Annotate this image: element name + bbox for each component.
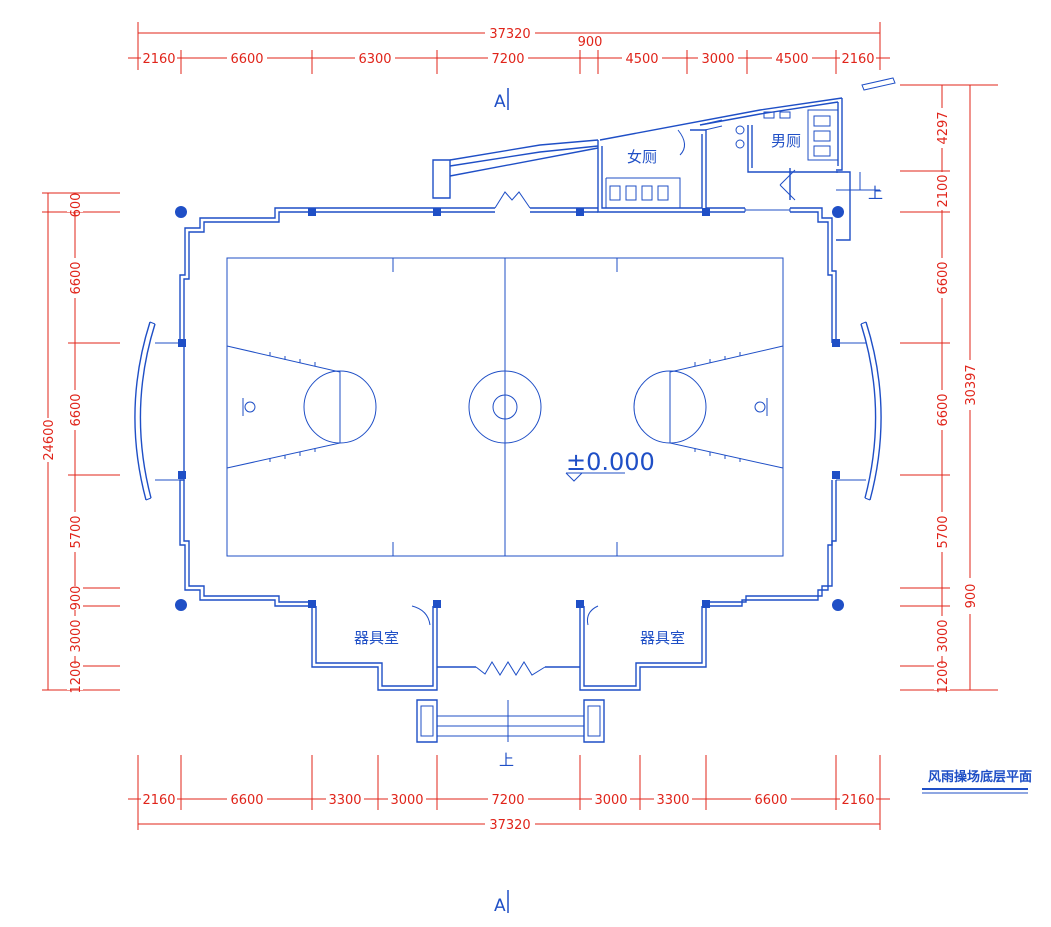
svg-text:A: A: [494, 92, 506, 112]
section-mark-top: A: [494, 88, 509, 112]
right-dimensions: 4297 2100 6600 6600 5700 900 3000 1200 3…: [900, 84, 998, 694]
dim-right-overall: 30397: [964, 364, 979, 405]
dim-top-seg-4: 7200: [491, 52, 524, 67]
dim-bottom-seg-1: 2160: [142, 793, 175, 808]
dim-bottom-seg-6: 3000: [594, 793, 627, 808]
dim-left-overall: 24600: [42, 419, 57, 460]
dim-bottom-seg-9: 2160: [841, 793, 874, 808]
stair-up-label-top: 上: [868, 184, 883, 202]
dim-bottom-seg-3: 3300: [328, 793, 361, 808]
elevation-mark: ±0.000: [565, 448, 655, 482]
dim-left-seg-5: 900: [69, 586, 84, 611]
stair-up-label-bottom: 上: [499, 751, 514, 769]
svg-text:±0.000: ±0.000: [566, 448, 655, 476]
room-label-equipment-right: 器具室: [640, 629, 685, 647]
dim-right-seg-7: 3000: [936, 619, 951, 652]
dim-bottom-seg-7: 3300: [656, 793, 689, 808]
toilet-stalls-women: [605, 177, 681, 208]
section-mark-bottom: A: [494, 890, 509, 916]
dim-right-seg-5: 5700: [936, 515, 951, 548]
dim-top-seg-8: 4500: [775, 52, 808, 67]
dim-right-seg-2: 2100: [936, 174, 951, 207]
dim-left-seg-7: 1200: [69, 660, 84, 693]
dim-top-seg-7: 3000: [701, 52, 734, 67]
dim-top-seg-2: 6600: [230, 52, 263, 67]
top-dimensions: 37320 2160 6600 6300 7200 900 4500 3000 …: [128, 22, 890, 74]
dim-bottom-seg-4: 3000: [390, 793, 423, 808]
dim-bottom-seg-5: 7200: [491, 793, 524, 808]
building-walls: [134, 77, 896, 743]
dim-bottom-overall: 37320: [489, 818, 530, 833]
columns: [175, 206, 844, 611]
room-label-mens-toilet: 男厕: [771, 132, 801, 150]
left-dimensions: 24600 600 6600 6600 5700 900 3000 1200: [40, 192, 120, 694]
dim-top-seg-1: 2160: [142, 52, 175, 67]
dim-top-seg-3: 6300: [358, 52, 391, 67]
toilet-stalls-men: [735, 109, 839, 161]
dim-top-seg-9: 2160: [841, 52, 874, 67]
svg-text:风雨操场底层平面: 风雨操场底层平面: [928, 769, 1032, 785]
room-label-equipment-left: 器具室: [354, 629, 399, 647]
dim-left-seg-6: 3000: [69, 619, 84, 652]
dim-right-seg-4: 6600: [936, 393, 951, 426]
basketball-court: [226, 257, 784, 557]
dim-right-seg-3: 6600: [936, 261, 951, 294]
dim-bottom-seg-8: 6600: [754, 793, 787, 808]
dim-left-seg-2: 6600: [69, 261, 84, 294]
svg-text:A: A: [494, 896, 506, 916]
bottom-dimensions: 2160 6600 3300 3000 7200 3000 3300 6600 …: [128, 755, 890, 833]
dim-right-seg-6: 900: [964, 584, 979, 609]
dim-top-seg-5: 900: [578, 35, 603, 50]
dim-right-seg-1: 4297: [936, 111, 951, 144]
drawing-title: 风雨操场底层平面: [922, 769, 1032, 794]
room-label-womens-toilet: 女厕: [627, 148, 657, 166]
dim-top-overall: 37320: [489, 27, 530, 42]
dim-left-seg-3: 6600: [69, 393, 84, 426]
dim-bottom-seg-2: 6600: [230, 793, 263, 808]
dim-right-seg-8: 1200: [936, 660, 951, 693]
dim-left-seg-4: 5700: [69, 515, 84, 548]
dim-top-seg-6: 4500: [625, 52, 658, 67]
dim-left-seg-1: 600: [69, 193, 84, 218]
